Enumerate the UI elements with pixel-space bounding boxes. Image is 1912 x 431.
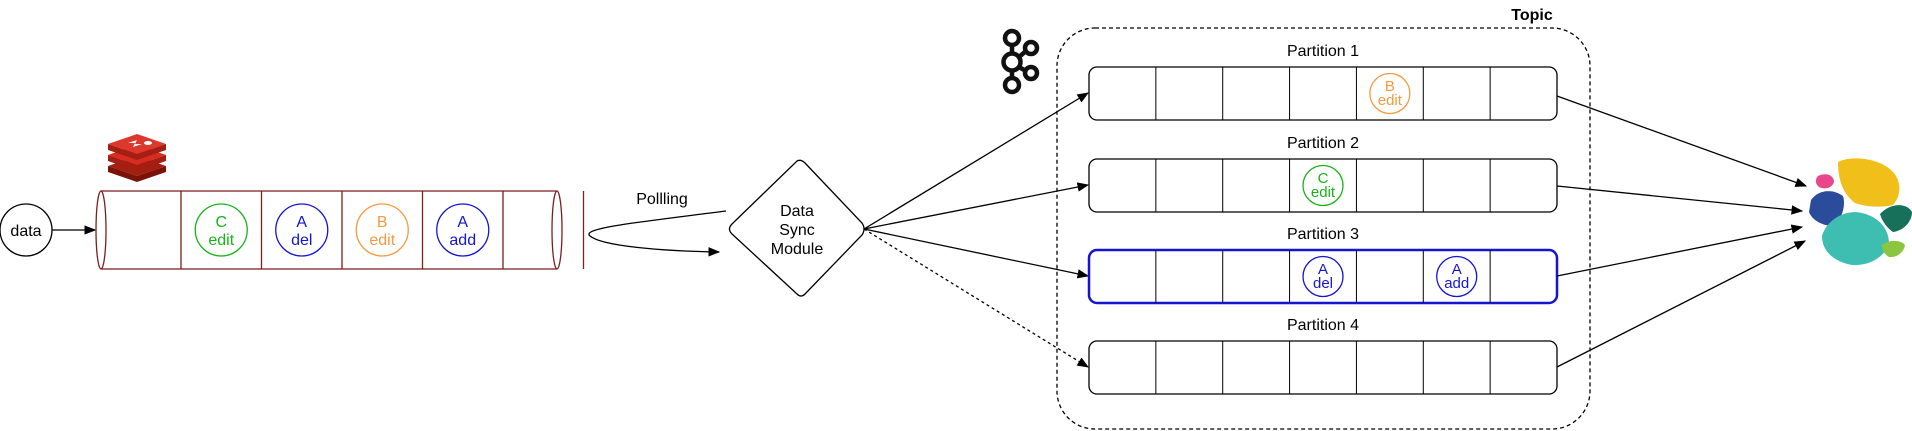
partition-4: Partition 4 — [1088, 317, 1558, 395]
elasticsearch-logo-icon — [1809, 158, 1912, 266]
message-op: edit — [208, 232, 234, 249]
message-key: C — [1318, 170, 1329, 187]
partition-to-elastic-arrows — [1556, 95, 1808, 368]
module-to-partition-arrows — [863, 92, 1090, 368]
arrow-to-partition-2 — [863, 182, 1090, 230]
arrow-from-partition-3 — [1556, 224, 1804, 277]
sync-module-label-line2: Sync — [779, 222, 815, 239]
polling-loop-arrow — [588, 210, 727, 257]
message-op: edit — [1378, 92, 1403, 109]
topic-container: Topic — [1056, 7, 1591, 430]
partition-box — [1088, 340, 1558, 395]
message-op: del — [291, 232, 312, 249]
message-op: edit — [369, 232, 395, 249]
topic-label: Topic — [1511, 7, 1553, 24]
message-key: C — [215, 214, 227, 231]
sync-module-label-line3: Module — [771, 241, 824, 258]
arrow-from-partition-1 — [1556, 95, 1808, 187]
arrow-to-partition-3 — [863, 228, 1090, 279]
data-source-node: data — [0, 203, 53, 257]
message-key: A — [457, 214, 468, 231]
partition-label: Partition 1 — [1287, 43, 1359, 60]
kafka-logo-icon — [1001, 28, 1040, 95]
sync-module-label-line1: Data — [780, 203, 814, 220]
data-source-label: data — [10, 223, 41, 240]
polling-label: Pollling — [636, 191, 688, 208]
partition-box — [1088, 66, 1558, 121]
partition-label: Partition 4 — [1287, 317, 1359, 334]
arrow-from-partition-4 — [1556, 240, 1807, 368]
partition-label: Partition 3 — [1287, 226, 1359, 243]
message-op: edit — [1311, 184, 1336, 201]
message-key: A — [1452, 261, 1462, 278]
arrow-from-partition-2 — [1556, 185, 1804, 215]
partition-label: Partition 2 — [1287, 135, 1359, 152]
message-key: B — [377, 214, 388, 231]
arrow-to-partition-1 — [863, 92, 1090, 230]
data-sync-module: Data Sync Module — [728, 159, 865, 297]
message-key: A — [1318, 261, 1328, 278]
message-op: del — [1313, 275, 1333, 292]
message-key: A — [296, 214, 307, 231]
message-op: add — [449, 232, 476, 249]
arrow-to-partition-4 — [863, 228, 1089, 368]
redis-logo-icon — [108, 134, 166, 182]
message-op: add — [1444, 275, 1469, 292]
message-key: B — [1385, 78, 1395, 95]
